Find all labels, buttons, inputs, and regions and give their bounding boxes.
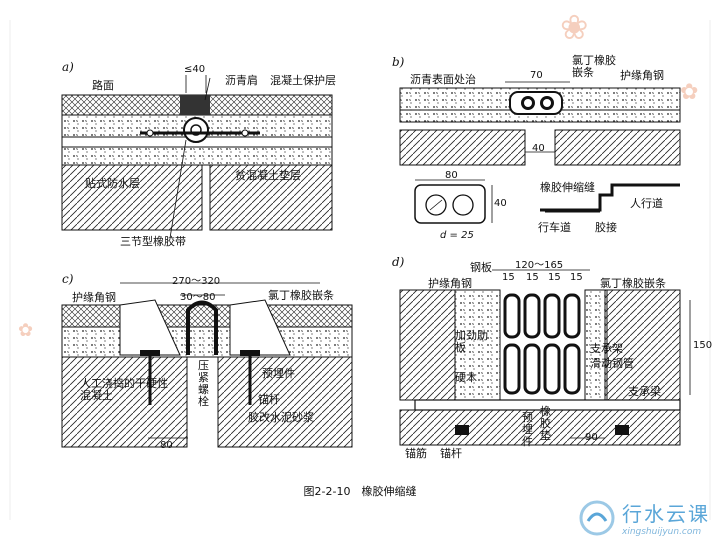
c-anchor: 锚杆 [258,393,280,406]
panel-c [61,282,353,448]
b-dim-70: 70 [530,70,543,81]
d-anchor-bar: 锚筋 [405,447,427,460]
b-rubber-strip [509,91,563,115]
panel-d [399,269,691,446]
deco-top-right: ❀ [560,8,589,48]
b-angle-steel: 护缘角钢 [620,69,664,82]
watermark-name: 行水云课 [622,502,710,526]
asphalt-fill [180,95,210,115]
b-dim-40: 40 [532,143,545,154]
b-asphalt-treat: 沥青表面处治 [410,73,476,86]
lean-concrete-layer [61,146,333,166]
panel-a [61,75,333,239]
d-steel-plate: 钢板 [470,261,492,274]
a-waterproof: 贴式防水层 [85,177,140,190]
b-bonding: 胶接 [595,221,617,234]
left-block [61,164,203,231]
watermark: 行水云课 xingshuijyun.com [578,498,710,537]
a-rubber-strip: 三节型橡胶带 [120,235,186,248]
b-carriageway: 行车道 [538,221,571,234]
d-anchor-rod: 锚杆 [440,447,462,460]
d-dim-90: 90 [585,432,598,443]
c-embedded: 预埋件 [262,367,295,380]
c-dim-span: 270～320 [172,276,221,287]
b-neoprene: 氯丁橡胶嵌条 [572,54,616,79]
d-dim-150: 150 [693,340,713,351]
watermark-logo-icon [579,500,615,535]
figure-caption: 图2-2-10 橡胶伸缩缝 [303,485,417,498]
b-rubber-joint: 橡胶伸缩缝 [540,181,595,194]
d-slide-pipe: 滑动钢管 [590,357,634,370]
watermark-url: xingshuijyun.com [622,527,702,537]
d-neoprene: 氯丁橡胶嵌条 [600,277,666,290]
a-lean-concrete: 贫混凝土垫层 [235,169,301,182]
a-dim: ≤40 [184,64,206,75]
c-mortar: 胶改水泥砂浆 [248,411,314,424]
d-stiffener: 加劲肋板 [455,329,488,354]
panel-c-letter: c) [62,272,74,286]
c-bolt: 压紧螺栓 [198,359,209,408]
d-dim-15c: 15 [548,272,561,283]
panel-d-letter: d) [392,255,405,269]
d-support-beam: 支承梁 [628,385,661,398]
c-neoprene: 氯丁橡胶嵌条 [268,289,334,302]
d-angle-steel: 护缘角钢 [428,277,472,290]
d-dim-15b: 15 [526,272,539,283]
d-dim-span: 120～165 [515,260,564,271]
a-asphalt: 沥青肩 [225,74,258,87]
c-manual-concrete: 人工浇捣的干硬性混凝土 [80,377,168,402]
deco-left: ✿ [18,320,34,341]
c-dim-gap: 30～80 [180,292,216,303]
b-dim-40b: 40 [494,198,507,209]
b-diameter: d = 25 [440,230,474,241]
panel-a-letter: a) [62,60,74,74]
b-curb-profile [540,183,680,212]
a-road-surface: 路面 [92,79,114,92]
a-concrete-protect: 混凝土保护层 [270,74,336,87]
c-dim-80: 80 [160,440,173,451]
c-rubber-seal [186,300,218,355]
d-dim-15a: 15 [502,272,515,283]
d-rubber-cells [503,293,581,395]
deco-right: ✿ [680,80,699,105]
b-dim-80: 80 [445,170,458,181]
d-dim-15d: 15 [570,272,583,283]
d-rubber-pad: 橡胶垫 [540,405,551,442]
panel-b-letter: b) [392,55,405,69]
b-sidewalk: 人行道 [630,197,663,210]
d-support: 支承架 [590,342,623,355]
d-embedded: 预埋件 [522,411,533,448]
panel-b [399,81,681,224]
c-angle-steel: 护缘角钢 [72,291,116,304]
right-block [209,164,333,231]
d-fill: 硬木 [455,371,477,384]
